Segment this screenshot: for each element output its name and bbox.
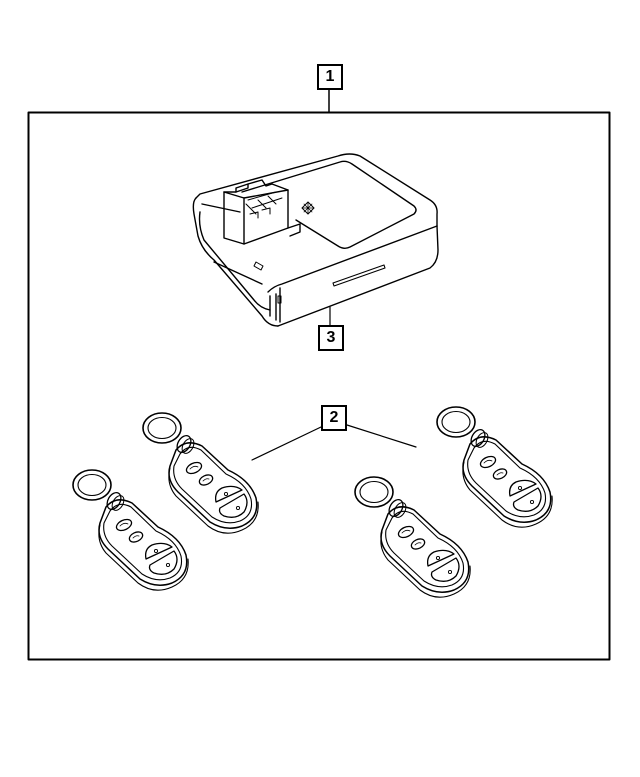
key-fob-1 <box>142 412 260 535</box>
callout-1: 1 <box>317 64 343 90</box>
kit-frame <box>27 111 611 661</box>
key-fob-3 <box>436 406 554 529</box>
leader-line-2b <box>346 424 417 448</box>
callout-2: 2 <box>321 405 347 431</box>
receiver-module <box>192 153 439 327</box>
callout-3: 3 <box>318 325 344 351</box>
key-fob-4 <box>354 476 472 599</box>
leader-line-2a <box>251 426 322 461</box>
